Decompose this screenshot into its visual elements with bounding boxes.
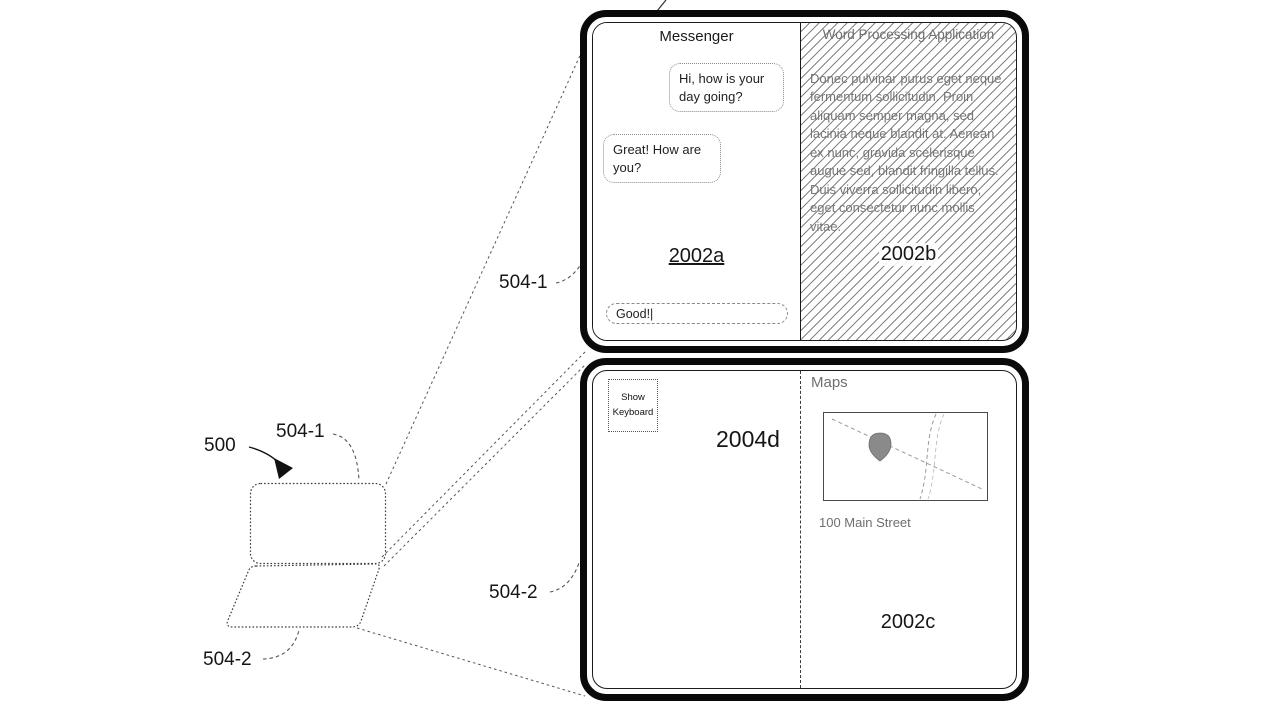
message-input[interactable]: Good!| — [606, 303, 788, 324]
show-keyboard-button[interactable]: Show Keyboard — [608, 379, 658, 432]
messenger-title: Messenger — [659, 28, 734, 45]
leader-500-arrow — [248, 446, 280, 464]
word-processor-title: Word Processing Application — [822, 27, 995, 42]
callout-504-1-screen: 504-1 — [499, 272, 548, 293]
chat-bubble-incoming: Hi, how is your day going? — [669, 63, 784, 113]
map-roads — [831, 413, 983, 500]
leader-504-1-device — [332, 433, 360, 482]
maps-pane-divider — [800, 371, 801, 688]
message-input-value: Good!| — [616, 307, 654, 321]
pane-ref-2002b: 2002b — [878, 243, 939, 266]
leader-500-arrowhead — [274, 458, 293, 479]
leader-504-2-screen — [549, 562, 580, 593]
callout-504-1-device: 504-1 — [276, 421, 325, 442]
leader-504-2-device — [262, 629, 300, 660]
screen-504-1-display: Messenger Hi, how is your day going? Gre… — [592, 22, 1017, 341]
document-text: Donec pulvinar purus eget neque fermentu… — [810, 71, 1002, 234]
map-address: 100 Main Street — [819, 515, 911, 530]
screen-504-1: Messenger Hi, how is your day going? Gre… — [580, 10, 1029, 353]
location-pin-icon — [868, 432, 892, 462]
projection-line-mid-lower — [383, 364, 586, 567]
chat-bubble-outgoing: Great! How are you? — [603, 134, 721, 184]
projection-line-top — [385, 17, 598, 485]
callout-500: 500 — [204, 435, 236, 456]
callout-504-2-screen: 504-2 — [489, 582, 538, 603]
pane-ref-2002a: 2002a — [668, 245, 725, 267]
device-bottom-deck-outline — [226, 563, 380, 628]
maps-pane: Show Keyboard Maps 100 Main Street 2002c — [592, 370, 1017, 689]
callout-504-2-device: 504-2 — [203, 649, 252, 670]
projection-line-bottom — [356, 627, 586, 697]
maps-title: Maps — [811, 374, 848, 391]
map-image[interactable] — [823, 412, 988, 501]
device-top-screen-outline — [249, 482, 387, 565]
pane-ref-2002c: 2002c — [878, 611, 938, 634]
messenger-pane: Messenger Hi, how is your day going? Gre… — [593, 23, 800, 340]
screen-504-2: Show Keyboard Maps 100 Main Street 2002c — [580, 358, 1029, 701]
callout-2004d: 2004d — [714, 426, 782, 453]
word-processor-pane: Word Processing Application Donec pulvin… — [800, 23, 1016, 340]
projection-line-mid-upper — [381, 351, 586, 558]
